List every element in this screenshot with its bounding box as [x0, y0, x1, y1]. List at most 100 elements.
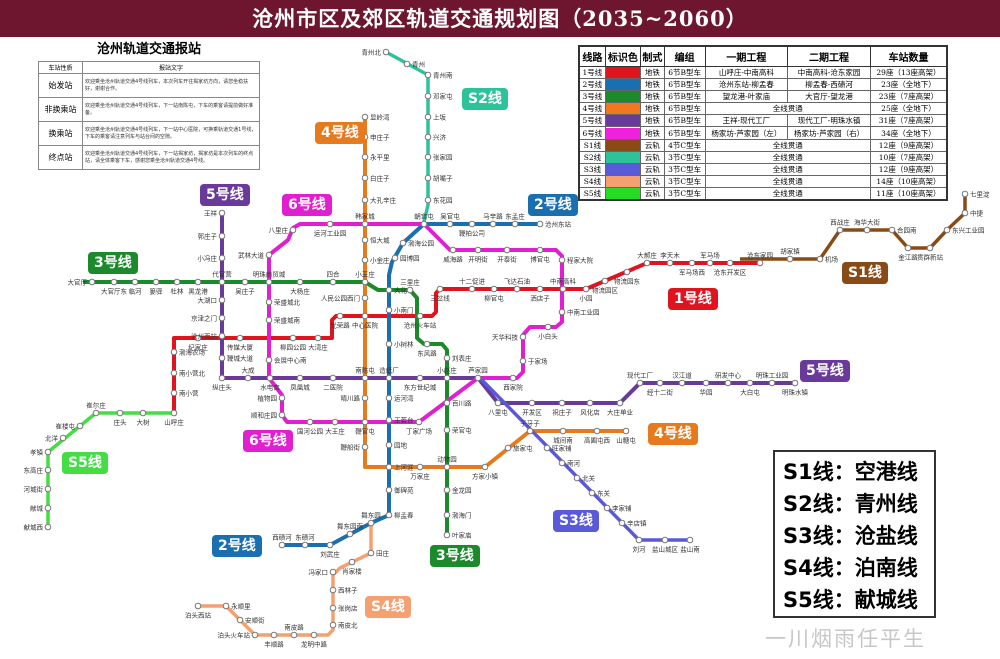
station-marker[interactable] — [424, 71, 432, 79]
station-marker[interactable] — [686, 536, 694, 544]
station-marker[interactable] — [391, 254, 399, 262]
station-marker[interactable] — [361, 394, 369, 402]
station-marker[interactable] — [559, 285, 567, 293]
station-marker[interactable] — [904, 244, 912, 252]
station-marker[interactable] — [446, 220, 454, 228]
station-marker[interactable] — [544, 323, 552, 331]
station-marker[interactable] — [558, 256, 566, 264]
station-marker[interactable] — [436, 285, 444, 293]
station-marker[interactable] — [329, 374, 337, 382]
station-marker[interactable] — [443, 511, 451, 519]
station-marker[interactable] — [110, 278, 118, 286]
station-marker[interactable] — [385, 486, 393, 494]
station-marker[interactable] — [593, 427, 601, 435]
station-marker[interactable] — [385, 306, 393, 314]
station-marker[interactable] — [666, 259, 674, 267]
station-marker[interactable] — [326, 220, 334, 228]
station-marker[interactable] — [265, 251, 273, 259]
station-marker[interactable] — [218, 209, 226, 217]
station-marker[interactable] — [361, 374, 369, 382]
station-marker[interactable] — [139, 409, 147, 417]
station-marker[interactable] — [490, 285, 498, 293]
station-marker[interactable] — [329, 604, 337, 612]
station-marker[interactable] — [526, 427, 534, 435]
station-marker[interactable] — [420, 220, 428, 228]
station-marker[interactable] — [961, 209, 969, 217]
station-marker[interactable] — [943, 226, 951, 234]
station-marker[interactable] — [635, 536, 643, 544]
station-marker[interactable] — [443, 399, 451, 407]
station-marker[interactable] — [218, 232, 226, 240]
station-marker[interactable] — [218, 314, 226, 322]
station-marker[interactable] — [346, 530, 354, 538]
station-marker[interactable] — [236, 616, 244, 624]
station-marker[interactable] — [329, 278, 337, 286]
station-marker[interactable] — [623, 268, 631, 276]
station-marker[interactable] — [706, 259, 714, 267]
station-marker[interactable] — [218, 278, 226, 286]
station-marker[interactable] — [173, 278, 181, 286]
station-marker[interactable] — [361, 153, 369, 161]
station-marker[interactable] — [443, 354, 451, 362]
station-marker[interactable] — [702, 379, 710, 387]
station-marker[interactable] — [756, 259, 764, 267]
station-marker[interactable] — [449, 246, 457, 254]
station-marker[interactable] — [601, 277, 609, 285]
station-marker[interactable] — [336, 312, 344, 320]
station-marker[interactable] — [361, 418, 369, 426]
station-marker[interactable] — [170, 389, 178, 397]
station-marker[interactable] — [289, 334, 297, 342]
station-marker[interactable] — [44, 485, 52, 493]
station-marker[interactable] — [59, 434, 67, 442]
station-marker[interactable] — [519, 357, 527, 365]
station-marker[interactable] — [152, 278, 160, 286]
station-marker[interactable] — [116, 409, 124, 417]
station-marker[interactable] — [726, 259, 734, 267]
station-marker[interactable] — [265, 356, 273, 364]
station-marker[interactable] — [385, 340, 393, 348]
station-marker[interactable] — [329, 621, 337, 629]
station-marker[interactable] — [536, 285, 544, 293]
station-marker[interactable] — [468, 285, 476, 293]
station-marker[interactable] — [326, 541, 334, 549]
station-marker[interactable] — [361, 256, 369, 264]
station-marker[interactable] — [289, 226, 297, 234]
station-marker[interactable] — [636, 379, 644, 387]
station-marker[interactable] — [88, 278, 96, 286]
station-marker[interactable] — [301, 541, 309, 549]
station-marker[interactable] — [278, 394, 286, 402]
station-marker[interactable] — [528, 399, 536, 407]
station-marker[interactable] — [503, 246, 511, 254]
station-marker[interactable] — [218, 296, 226, 304]
station-marker[interactable] — [688, 259, 696, 267]
station-marker[interactable] — [348, 558, 356, 566]
station-marker[interactable] — [367, 519, 375, 527]
station-marker[interactable] — [76, 422, 84, 430]
station-marker[interactable] — [424, 92, 432, 100]
station-marker[interactable] — [44, 448, 52, 456]
station-marker[interactable] — [786, 255, 794, 263]
station-marker[interactable] — [385, 463, 393, 471]
station-marker[interactable] — [558, 308, 566, 316]
station-marker[interactable] — [218, 332, 226, 340]
station-marker[interactable] — [926, 244, 934, 252]
station-marker[interactable] — [616, 399, 624, 407]
station-marker[interactable] — [489, 220, 497, 228]
station-marker[interactable] — [296, 374, 304, 382]
station-marker[interactable] — [310, 631, 318, 639]
station-marker[interactable] — [296, 278, 304, 286]
station-marker[interactable] — [329, 568, 337, 576]
station-marker[interactable] — [170, 348, 178, 356]
station-marker[interactable] — [468, 220, 476, 228]
station-marker[interactable] — [424, 133, 432, 141]
station-marker[interactable] — [367, 549, 375, 557]
station-marker[interactable] — [331, 418, 339, 426]
station-marker[interactable] — [44, 504, 52, 512]
station-marker[interactable] — [361, 236, 369, 244]
station-marker[interactable] — [222, 602, 230, 610]
station-marker[interactable] — [278, 541, 286, 549]
station-marker[interactable] — [586, 399, 594, 407]
station-marker[interactable] — [244, 374, 252, 382]
station-marker[interactable] — [768, 379, 776, 387]
station-marker[interactable] — [265, 278, 273, 286]
